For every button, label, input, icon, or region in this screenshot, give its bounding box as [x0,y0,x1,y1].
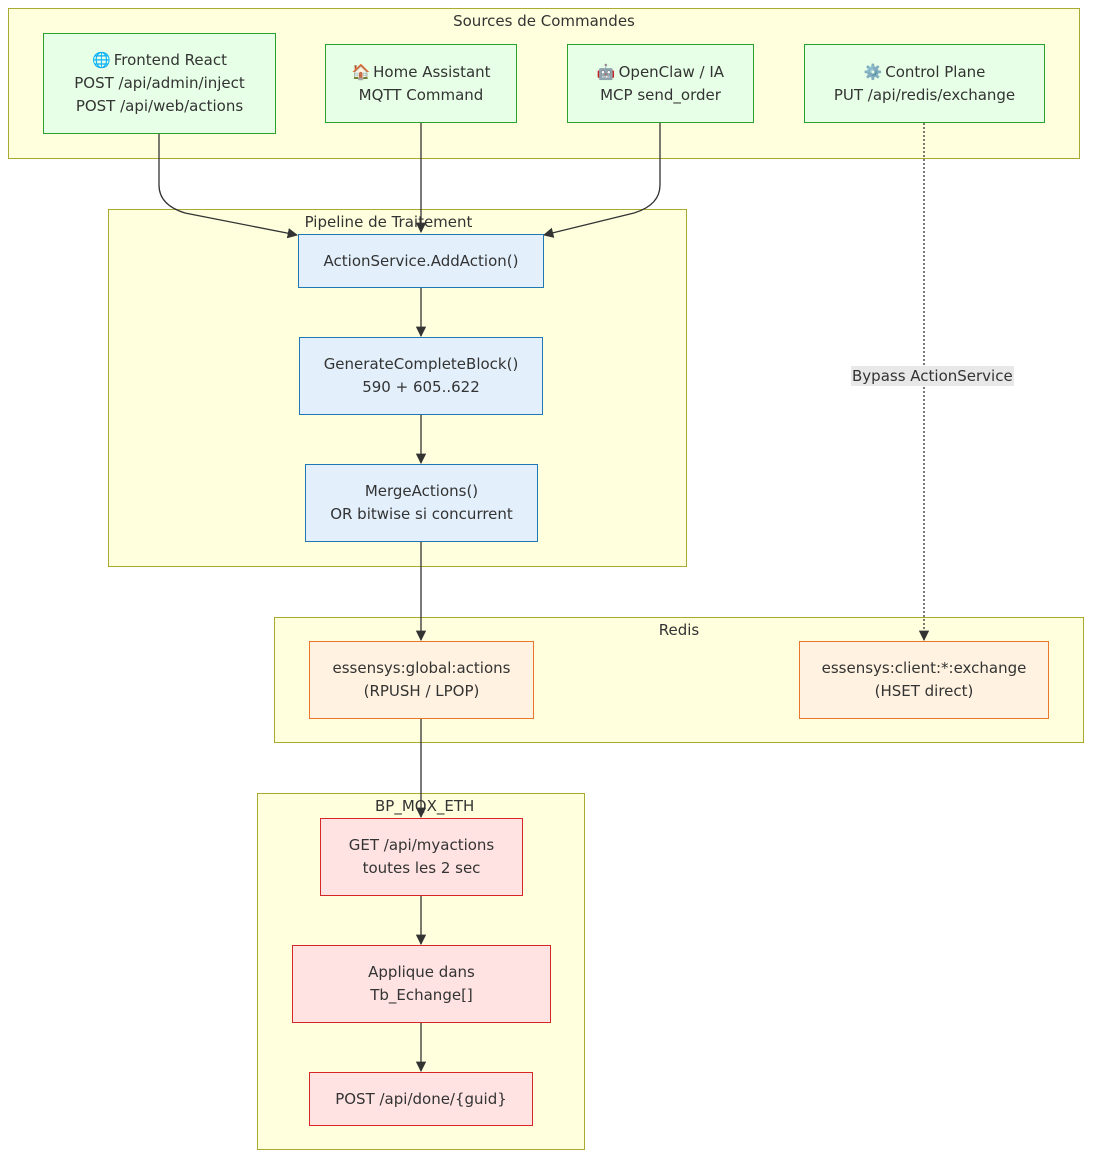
node-clientexchange-line1: essensys:client:*:exchange [821,659,1027,677]
node-myactions-line2: toutes les 2 sec [362,859,481,877]
cluster-redis-title: Redis [658,621,700,639]
node-client-exchange[interactable]: essensys:client:*:exchange (HSET direct) [799,641,1049,719]
node-generate-line1: GenerateCompleteBlock() [323,355,519,373]
node-applique-line1: Applique dans [368,963,475,981]
node-openclaw-line1: MCP send_order [600,85,721,104]
node-done-line1: POST /api/done/{guid} [335,1089,507,1108]
node-globalactions-line2: (RPUSH / LPOP) [363,682,480,700]
node-frontend-title: Frontend React [113,51,227,69]
node-add-action[interactable]: ActionService.AddAction() [298,234,544,288]
cluster-pipeline-title: Pipeline de Traitement [304,213,473,231]
globe-icon: 🌐 [92,51,111,69]
node-generate-complete-block[interactable]: GenerateCompleteBlock() 590 + 605..622 [299,337,543,415]
node-frontend-line2: POST /api/web/actions [75,97,244,115]
node-homeassistant-title: Home Assistant [373,62,491,81]
node-myactions-line1: GET /api/myactions [348,836,495,854]
cluster-bp-title: BP_MQX_ETH [375,797,475,815]
edge-openclaw-to-addaction [542,123,661,238]
cluster-sources-title: Sources de Commandes [453,12,635,30]
node-my-actions[interactable]: GET /api/myactions toutes les 2 sec [320,818,523,896]
node-merge-actions[interactable]: MergeActions() OR bitwise si concurrent [305,464,538,542]
node-merge-line2: OR bitwise si concurrent [330,505,513,523]
node-clientexchange-line2: (HSET direct) [874,682,974,700]
node-applique-line2: Tb_Echange[] [370,986,473,1004]
robot-icon: 🤖 [596,62,616,81]
node-done[interactable]: POST /api/done/{guid} [309,1072,533,1126]
node-control-plane[interactable]: ⚙️Control Plane PUT /api/redis/exchange [804,44,1045,123]
node-frontend-react[interactable]: 🌐Frontend React POST /api/admin/inject P… [43,33,276,134]
node-global-actions[interactable]: essensys:global:actions (RPUSH / LPOP) [309,641,534,719]
node-frontend-line1: POST /api/admin/inject [74,74,245,92]
node-home-assistant[interactable]: 🏠Home Assistant MQTT Command [325,44,517,123]
node-homeassistant-line1: MQTT Command [358,85,484,104]
house-icon: 🏠 [351,62,371,81]
edge-frontend-to-addaction [158,134,299,239]
gear-icon: ⚙️ [863,62,883,81]
node-globalactions-line1: essensys:global:actions [332,659,511,677]
node-generate-line2: 590 + 605..622 [362,378,480,396]
edge-label-bypass: Bypass ActionService [851,366,1014,386]
node-controlplane-line1: PUT /api/redis/exchange [833,85,1016,104]
node-openclaw[interactable]: 🤖OpenClaw / IA MCP send_order [567,44,754,123]
node-merge-line1: MergeActions() [364,482,479,500]
node-openclaw-title: OpenClaw / IA [618,62,725,81]
node-applique[interactable]: Applique dans Tb_Echange[] [292,945,551,1023]
node-addaction-line1: ActionService.AddAction() [323,251,519,270]
node-controlplane-title: Control Plane [885,62,986,81]
